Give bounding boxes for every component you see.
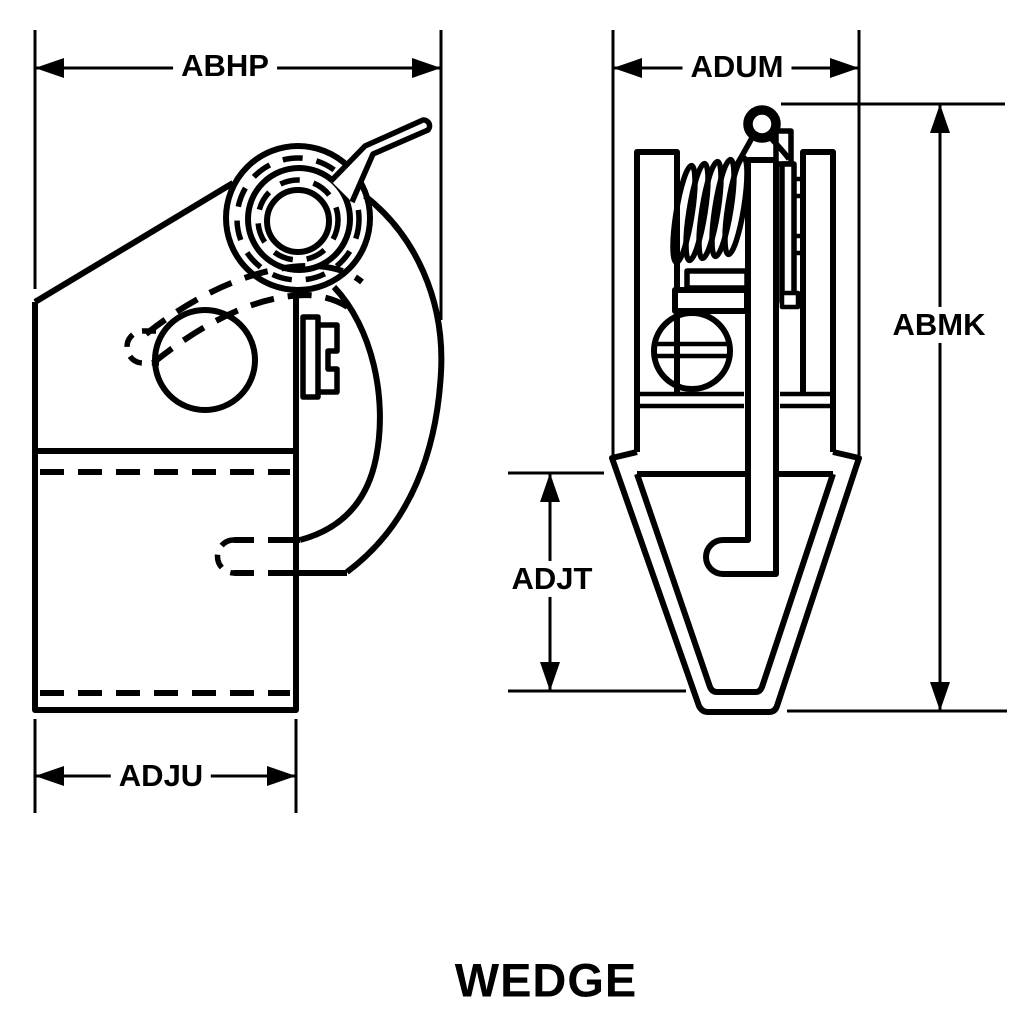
spring-plate [672,287,750,314]
keeper-tab-lower [791,233,806,256]
wedge-inner-profile [634,473,836,695]
spring-coil-loop [696,158,724,262]
base-plate-lines [640,391,831,409]
side-plate [300,314,321,400]
body-outline [32,287,299,713]
dimension-label-adum: ADUM [682,48,792,86]
spring-coil-loop [709,156,737,260]
dimension-label-adju: ADJU [110,757,212,795]
side-view [32,117,445,713]
dimension-label-adjt: ADJT [503,560,601,598]
screw-head [651,310,733,392]
body-top-edge [33,180,235,305]
spring-coil-loop [683,160,711,264]
front-view [609,105,862,715]
cotter-tail-left [733,134,756,168]
cam-outer-circle [223,143,373,293]
cam-slot-hidden-end [124,328,159,366]
spring-coil-loop [670,162,698,266]
center-stem [703,157,779,577]
spring-seat [684,268,750,291]
cam-pivot-hole [264,187,332,255]
dimension-label-abmk: ABMK [884,306,994,344]
spring-coil [670,154,750,266]
figure-title: WEDGE [454,953,638,1007]
latch-bracket [318,322,340,395]
wedge-outer-profile [609,449,862,715]
release-lever [329,117,433,204]
cotter-tail-right [767,135,792,161]
keeper-foot [779,290,801,310]
left-wall [634,149,680,452]
clamp-arm-inner [299,284,383,543]
cam-slot-hidden-lower [151,292,357,366]
clamp-arm-outer [345,193,445,575]
cotter-ring [743,105,781,143]
cam-hidden-circle-inner [255,177,341,263]
mounting-hole [152,307,258,413]
dimension-label-abhp: ABHP [173,47,277,85]
arm-slot-hidden-end [214,537,235,576]
screw-slot [654,341,730,359]
cam-boss-circle [245,165,353,273]
dimension-lines [33,30,1007,813]
cam-hidden-circle-outer [234,155,362,283]
keeper-tab-upper [791,176,806,199]
right-wall [800,149,836,452]
